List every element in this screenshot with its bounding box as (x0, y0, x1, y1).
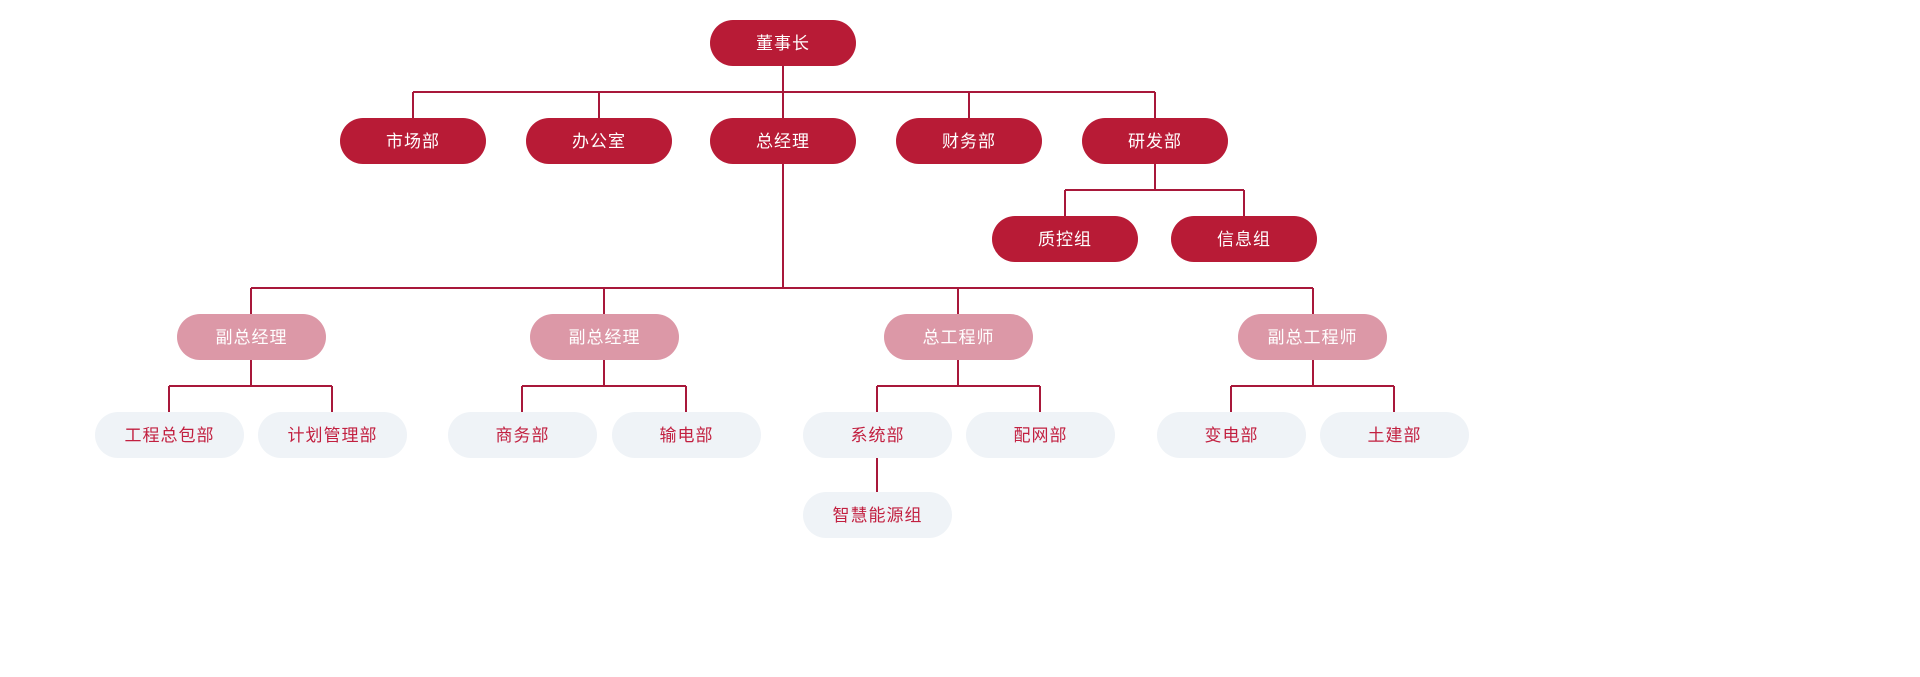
org-node-label: 智慧能源组 (832, 505, 923, 525)
org-node-n10[interactable]: 总工程师 (884, 314, 1033, 360)
org-node-n12[interactable]: 工程总包部 (95, 412, 244, 458)
org-node-n13[interactable]: 计划管理部 (258, 412, 407, 458)
org-node-label: 系统部 (850, 425, 905, 445)
org-node-label: 输电部 (659, 425, 714, 445)
org-node-label: 副总经理 (568, 327, 641, 347)
org-node-label: 董事长 (756, 33, 810, 53)
org-node-label: 质控组 (1038, 229, 1092, 249)
org-node-n14[interactable]: 商务部 (448, 412, 597, 458)
org-node-label: 研发部 (1128, 131, 1182, 151)
org-node-n5[interactable]: 研发部 (1082, 118, 1228, 164)
org-node-n15[interactable]: 输电部 (612, 412, 761, 458)
org-node-label: 办公室 (572, 131, 626, 151)
org-node-n9[interactable]: 副总经理 (530, 314, 679, 360)
org-node-n4[interactable]: 财务部 (896, 118, 1042, 164)
org-node-label: 土建部 (1367, 425, 1422, 445)
org-node-n11[interactable]: 副总工程师 (1238, 314, 1387, 360)
org-node-n6[interactable]: 质控组 (992, 216, 1138, 262)
org-node-label: 总工程师 (922, 327, 995, 347)
org-node-label: 副总经理 (215, 327, 288, 347)
org-node-n19[interactable]: 土建部 (1320, 412, 1469, 458)
org-node-n8[interactable]: 副总经理 (177, 314, 326, 360)
org-node-label: 配网部 (1013, 425, 1068, 445)
org-node-label: 副总工程师 (1267, 327, 1358, 347)
org-node-n3[interactable]: 总经理 (710, 118, 856, 164)
org-node-label: 信息组 (1217, 229, 1271, 249)
org-node-label: 商务部 (495, 425, 550, 445)
org-node-label: 总经理 (756, 131, 810, 151)
org-node-label: 财务部 (942, 131, 996, 151)
org-node-label: 工程总包部 (124, 425, 215, 445)
org-node-label: 计划管理部 (287, 425, 378, 445)
org-node-n17[interactable]: 配网部 (966, 412, 1115, 458)
org-node-n20[interactable]: 智慧能源组 (803, 492, 952, 538)
org-node-label: 变电部 (1204, 425, 1259, 445)
org-node-n18[interactable]: 变电部 (1157, 412, 1306, 458)
org-node-n0[interactable]: 董事长 (710, 20, 856, 66)
org-node-n2[interactable]: 办公室 (526, 118, 672, 164)
org-node-n7[interactable]: 信息组 (1171, 216, 1317, 262)
org-node-n16[interactable]: 系统部 (803, 412, 952, 458)
org-node-n1[interactable]: 市场部 (340, 118, 486, 164)
org-node-label: 市场部 (386, 131, 440, 151)
